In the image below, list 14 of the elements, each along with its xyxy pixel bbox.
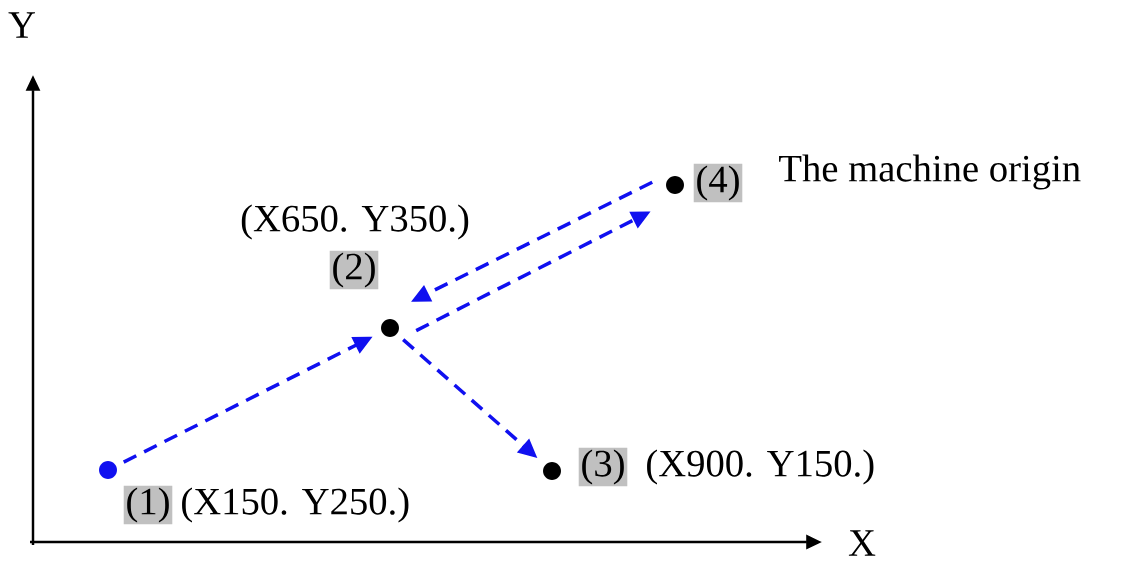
point-dot — [99, 461, 117, 479]
point-number: (1) — [123, 485, 173, 525]
point-dot — [666, 176, 684, 194]
point-dot — [381, 319, 399, 337]
axis-label: X — [848, 530, 876, 556]
axis-label: Y — [8, 12, 35, 38]
coordinate-label: The machine origin — [779, 154, 1081, 190]
coordinate-label: (X900. Y150.) — [647, 449, 874, 485]
point-number: (4) — [693, 163, 743, 203]
point-dot — [543, 462, 561, 480]
point-number: (2) — [329, 250, 379, 290]
coordinate-label: (X650. Y350.) — [241, 204, 469, 240]
point-number: (3) — [578, 447, 628, 487]
coordinate-label: (X150. Y250.) — [182, 487, 409, 523]
